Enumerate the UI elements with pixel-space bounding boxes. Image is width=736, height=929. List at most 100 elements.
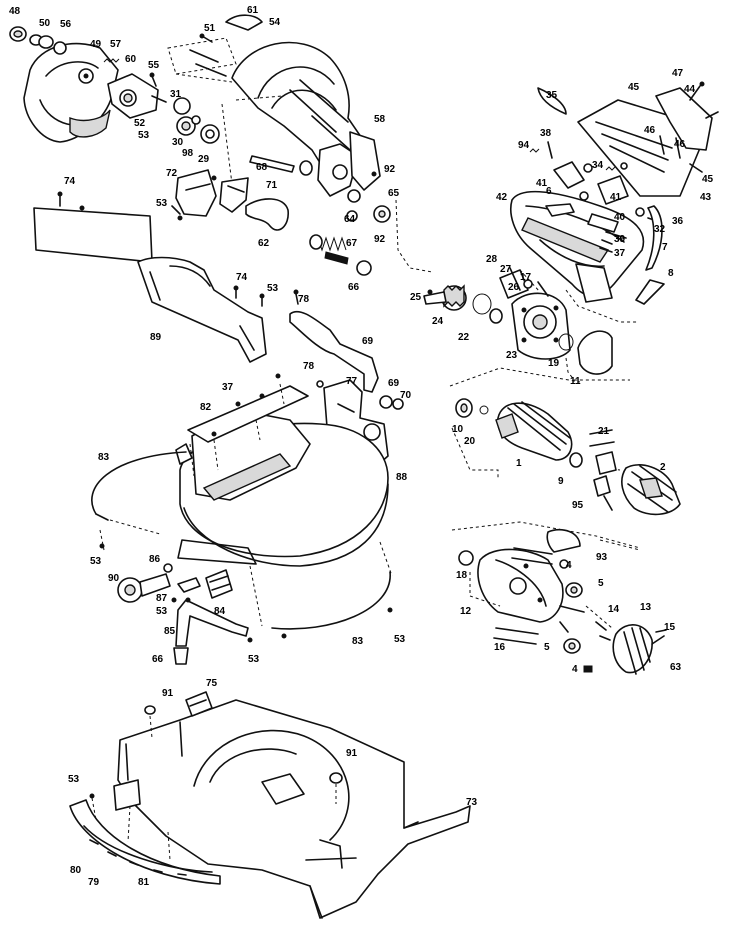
part-label-p10: 10 xyxy=(452,424,464,435)
part-label-p77: 77 xyxy=(346,376,358,387)
part-label-p4a: 4 xyxy=(566,560,572,571)
part-label-p13: 13 xyxy=(640,602,652,613)
part-label-p47: 47 xyxy=(672,68,684,79)
clip-62 xyxy=(245,198,289,231)
part-label-p75: 75 xyxy=(206,678,218,689)
guard-washer-48 xyxy=(9,26,27,42)
part-label-p85: 85 xyxy=(164,626,176,637)
knob-65-washers xyxy=(346,171,391,223)
part-label-p64: 64 xyxy=(344,214,356,225)
cord-7-8 xyxy=(635,205,665,305)
part-label-p28: 28 xyxy=(486,254,498,265)
part-label-p82: 82 xyxy=(200,402,212,413)
part-label-p74b: 74 xyxy=(236,272,248,283)
part-label-p34: 34 xyxy=(592,160,604,171)
part-label-p45a: 45 xyxy=(628,82,640,93)
part-label-p16: 16 xyxy=(494,642,506,653)
part-label-p37b: 37 xyxy=(614,248,626,259)
part-label-p5a: 5 xyxy=(598,578,604,589)
part-label-p53d: 53 xyxy=(90,556,102,567)
end-cap-13 xyxy=(612,624,665,675)
part-label-p69a: 69 xyxy=(362,336,374,347)
guard-bushing-50 xyxy=(29,34,54,49)
part-label-p19: 19 xyxy=(548,358,560,369)
part-label-p55: 55 xyxy=(148,60,160,71)
part-label-p89: 89 xyxy=(150,332,162,343)
screw-53-upper xyxy=(171,205,183,221)
part-label-p73: 73 xyxy=(466,797,478,808)
part-label-p20: 20 xyxy=(464,436,476,447)
part-label-p42: 42 xyxy=(496,192,508,203)
part-label-p44: 44 xyxy=(684,84,696,95)
motor-housing-12 xyxy=(458,548,564,623)
part-label-p86: 86 xyxy=(149,554,161,565)
armature-1 xyxy=(495,401,583,468)
gear-24 xyxy=(423,284,467,311)
part-label-p79: 79 xyxy=(88,877,100,888)
part-label-p37: 37 xyxy=(222,382,234,393)
part-label-p78b: 78 xyxy=(303,361,315,372)
part-label-p98: 98 xyxy=(182,148,194,159)
miter-scale-79-80-81 xyxy=(69,793,221,885)
part-label-p41b: 41 xyxy=(610,192,622,203)
part-label-p49: 49 xyxy=(90,39,102,50)
part-label-p17: 17 xyxy=(520,272,532,283)
handle-71 xyxy=(219,177,249,213)
fence-plate xyxy=(33,207,153,263)
spring-83-right xyxy=(271,571,391,630)
part-label-p95: 95 xyxy=(572,500,584,511)
bracket-left xyxy=(175,443,193,465)
part-label-p5b: 5 xyxy=(544,642,550,653)
part-label-p52: 52 xyxy=(134,118,146,129)
part-label-p69b: 69 xyxy=(388,378,400,389)
part-label-p24: 24 xyxy=(432,316,444,327)
washer-22 xyxy=(472,293,503,324)
part-label-p58: 58 xyxy=(374,114,386,125)
part-label-p83b: 83 xyxy=(352,636,364,647)
motor-cover-42 xyxy=(510,190,645,303)
clamp-84 xyxy=(205,569,233,599)
part-label-p53b: 53 xyxy=(156,198,168,209)
part-label-p90: 90 xyxy=(108,573,120,584)
cover-11-ring-19 xyxy=(558,330,613,375)
part-label-p53g: 53 xyxy=(394,634,406,645)
part-label-p54: 54 xyxy=(269,17,281,28)
part-label-p41a: 41 xyxy=(536,178,548,189)
part-label-p53c: 53 xyxy=(267,283,279,294)
part-label-p18a: 18 xyxy=(456,570,468,581)
part-label-p11: 11 xyxy=(570,376,581,387)
shaft-26-27-28-17 xyxy=(499,267,549,299)
bracket-87 xyxy=(177,577,201,593)
field-2 xyxy=(621,464,681,516)
screw-55 xyxy=(149,72,157,87)
part-label-p39: 39 xyxy=(614,234,626,245)
link-arm-60 xyxy=(107,73,167,119)
part-label-p4b: 4 xyxy=(572,664,578,675)
switch-44 xyxy=(655,87,713,151)
upper-blade-guard-58 xyxy=(231,41,381,197)
plate-93 xyxy=(546,528,581,553)
part-label-p45b: 45 xyxy=(702,174,714,185)
part-label-p53a: 53 xyxy=(138,130,150,141)
part-label-p61: 61 xyxy=(247,5,259,16)
part-label-p63: 63 xyxy=(670,662,682,673)
part-label-p14: 14 xyxy=(608,604,620,615)
part-label-p57: 57 xyxy=(110,39,122,50)
clip-75 xyxy=(185,691,213,717)
part-label-p51: 51 xyxy=(204,23,216,34)
part-label-p21: 21 xyxy=(598,426,610,437)
screws-47-45 xyxy=(659,81,719,173)
part-label-p48: 48 xyxy=(9,6,21,17)
part-label-p1: 1 xyxy=(516,458,522,469)
part-label-p72: 72 xyxy=(166,168,178,179)
base-73 xyxy=(113,699,471,919)
gear-housing-23 xyxy=(511,292,571,360)
part-label-p40: 40 xyxy=(614,212,626,223)
bracket-72 xyxy=(175,169,217,217)
part-label-p23: 23 xyxy=(506,350,518,361)
guard-cover-61 xyxy=(225,14,263,31)
fence-89 xyxy=(137,256,267,363)
